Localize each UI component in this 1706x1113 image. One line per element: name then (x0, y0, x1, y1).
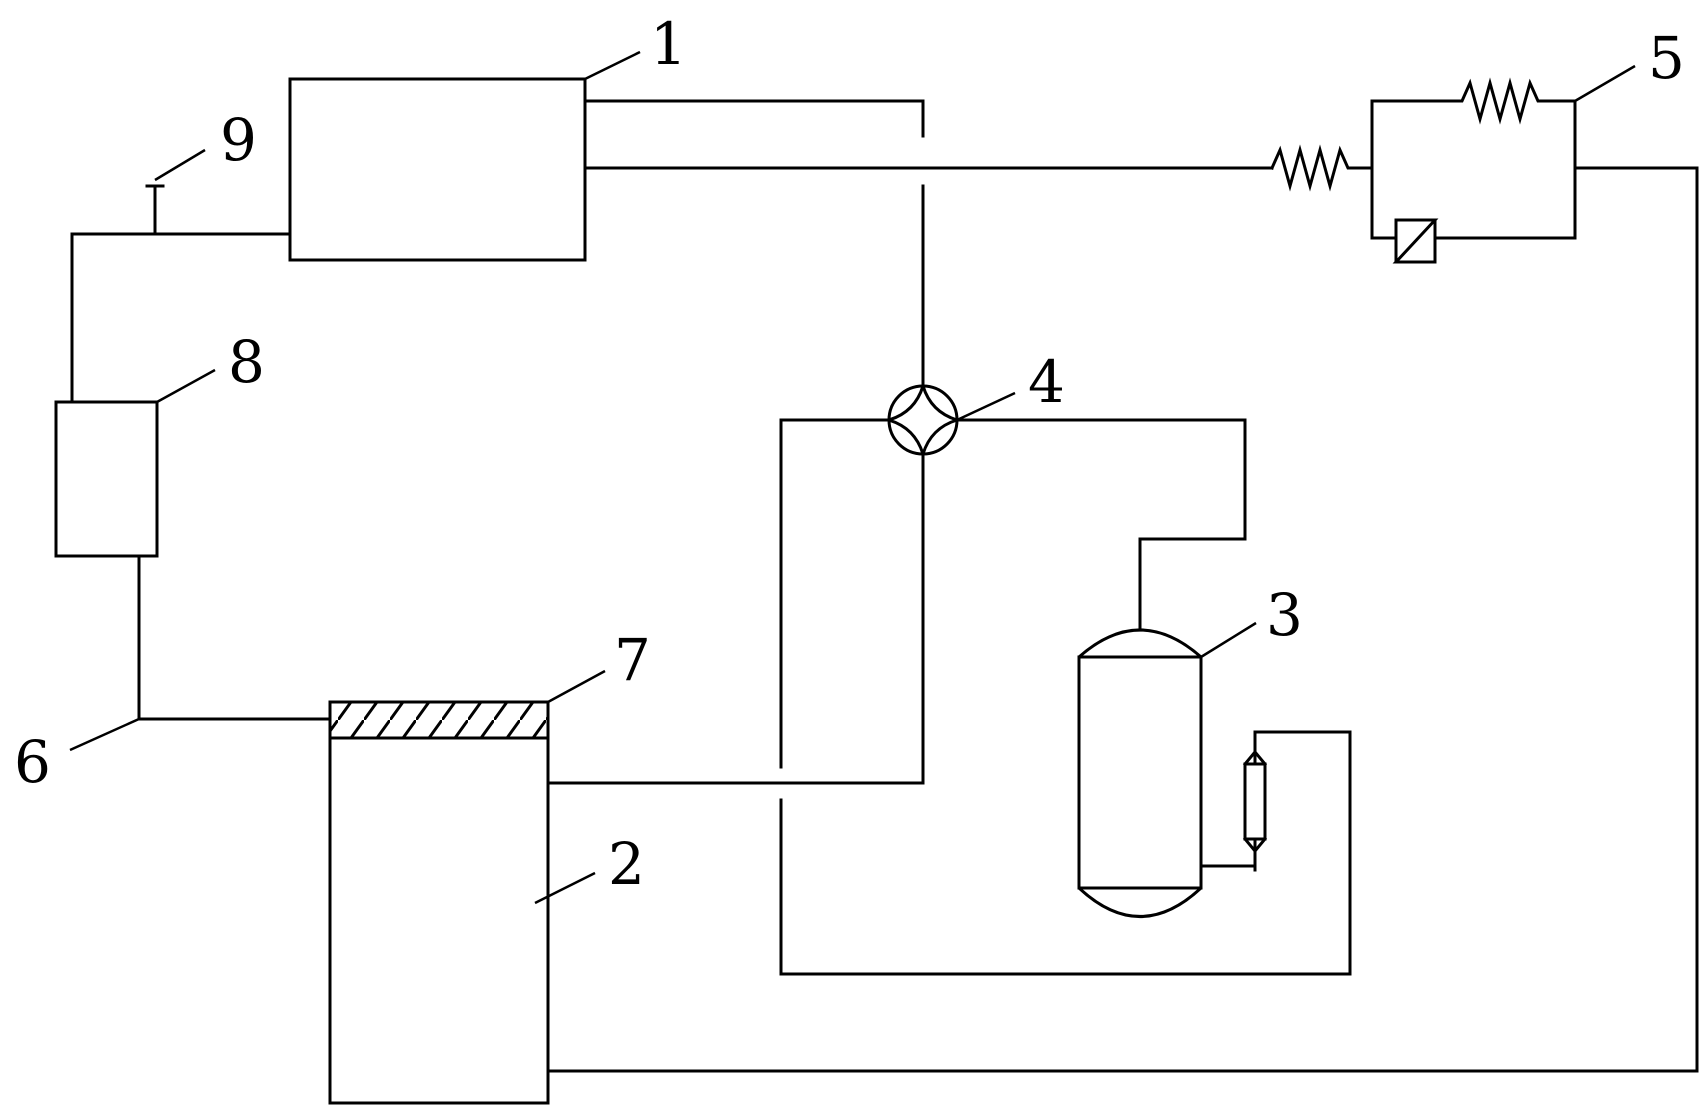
leader-1 (584, 50, 641, 81)
capillary-branch-top (1370, 77, 1577, 240)
accumulator-top-cap (1242, 749, 1268, 767)
label-1: 1 (650, 10, 687, 78)
accumulator (1243, 762, 1267, 841)
component-8-box (54, 400, 159, 558)
pipe-valve-to-compressor (955, 418, 1247, 629)
label-3: 3 (1266, 581, 1303, 649)
pipe-compressor-to-accumulator (1199, 849, 1257, 868)
pipe-filter-to-junction (137, 554, 332, 721)
component-4-valve-circle (887, 384, 959, 456)
label-6: 6 (14, 728, 51, 796)
label-8: 8 (228, 328, 265, 396)
label-5: 5 (1648, 24, 1685, 92)
leader-3 (1200, 621, 1257, 659)
check-valve-arrow (1392, 218, 1439, 264)
component-7-hatched-layer (328, 700, 550, 740)
capillary-coil-inlet (1270, 144, 1374, 192)
pipe-valve-left-down (779, 418, 891, 769)
label-4: 4 (1028, 348, 1065, 416)
pipe-box1-to-filter (70, 232, 292, 404)
component-1-box (288, 77, 587, 262)
pipe-right-loop (546, 166, 1699, 1073)
pipe-box1-to-valve-top (583, 99, 925, 138)
leader-5 (1574, 64, 1636, 103)
leader-7 (547, 669, 606, 704)
leader-4 (956, 391, 1016, 422)
leader-6 (69, 717, 140, 752)
label-2: 2 (608, 830, 645, 898)
pipe-valve-bottom-to-tank (546, 452, 925, 785)
component-3-compressor (1077, 628, 1203, 918)
leader-8 (156, 368, 216, 404)
leader-9 (154, 148, 206, 182)
label-7: 7 (614, 626, 651, 694)
label-9: 9 (220, 106, 257, 174)
pipe-left-down-lower (779, 730, 1352, 976)
component-2-tank (328, 700, 550, 1105)
leader-2 (534, 871, 596, 905)
